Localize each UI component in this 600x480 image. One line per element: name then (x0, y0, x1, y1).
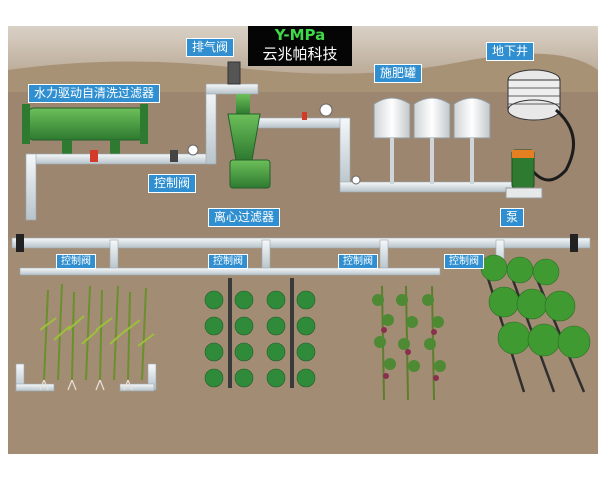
horizon-hills (8, 53, 598, 92)
label-field-valve-2: 控制阀 (208, 254, 248, 269)
pump-icon (505, 149, 543, 199)
fertilizer-tanks (373, 97, 491, 184)
hydraulic-filter (22, 104, 148, 158)
main-pipeline (11, 83, 591, 392)
crop-field-grapes (372, 285, 446, 401)
label-hydraulic-filter: 水力驱动自清洗过滤器 (28, 84, 161, 103)
brand-name-en: Y-MPa (274, 26, 326, 44)
tank-icon (413, 97, 451, 184)
label-well: 地下井 (486, 42, 535, 61)
crop-field-orchard (480, 254, 591, 393)
pressure-gauges (187, 103, 361, 185)
label-field-valve-1: 控制阀 (56, 254, 96, 269)
label-control-valve-main: 控制阀 (148, 174, 197, 193)
valve-icon (16, 234, 24, 252)
label-centrifugal-filter: 离心过滤器 (208, 208, 281, 227)
brand-logo: Y-MPa 云兆帕科技 (248, 26, 352, 66)
valve-icon (227, 61, 241, 85)
tank-icon (453, 97, 491, 184)
centrifugal-filter (227, 94, 271, 189)
label-field-valve-4: 控制阀 (444, 254, 484, 269)
valve-icon (302, 112, 307, 120)
pressure-gauge-icon (319, 103, 333, 117)
crop-field-vegetables (204, 278, 316, 388)
well-hose (530, 108, 575, 182)
well-icon (507, 69, 561, 121)
label-exhaust-valve: 排气阀 (186, 38, 235, 57)
label-fertilizer-tank: 施肥罐 (374, 64, 423, 83)
tank-icon (373, 97, 411, 184)
pressure-gauge-icon (187, 144, 199, 156)
brand-name-cn: 云兆帕科技 (262, 45, 338, 63)
valves (16, 61, 578, 252)
valve-icon (90, 150, 98, 162)
label-pump: 泵 (500, 208, 525, 227)
crop-field-corn-roots (39, 379, 133, 391)
valve-icon (570, 234, 578, 252)
crop-field-corn (39, 283, 155, 381)
pressure-gauge-icon (351, 175, 361, 185)
label-field-valve-3: 控制阀 (338, 254, 378, 269)
valve-icon (170, 150, 178, 162)
